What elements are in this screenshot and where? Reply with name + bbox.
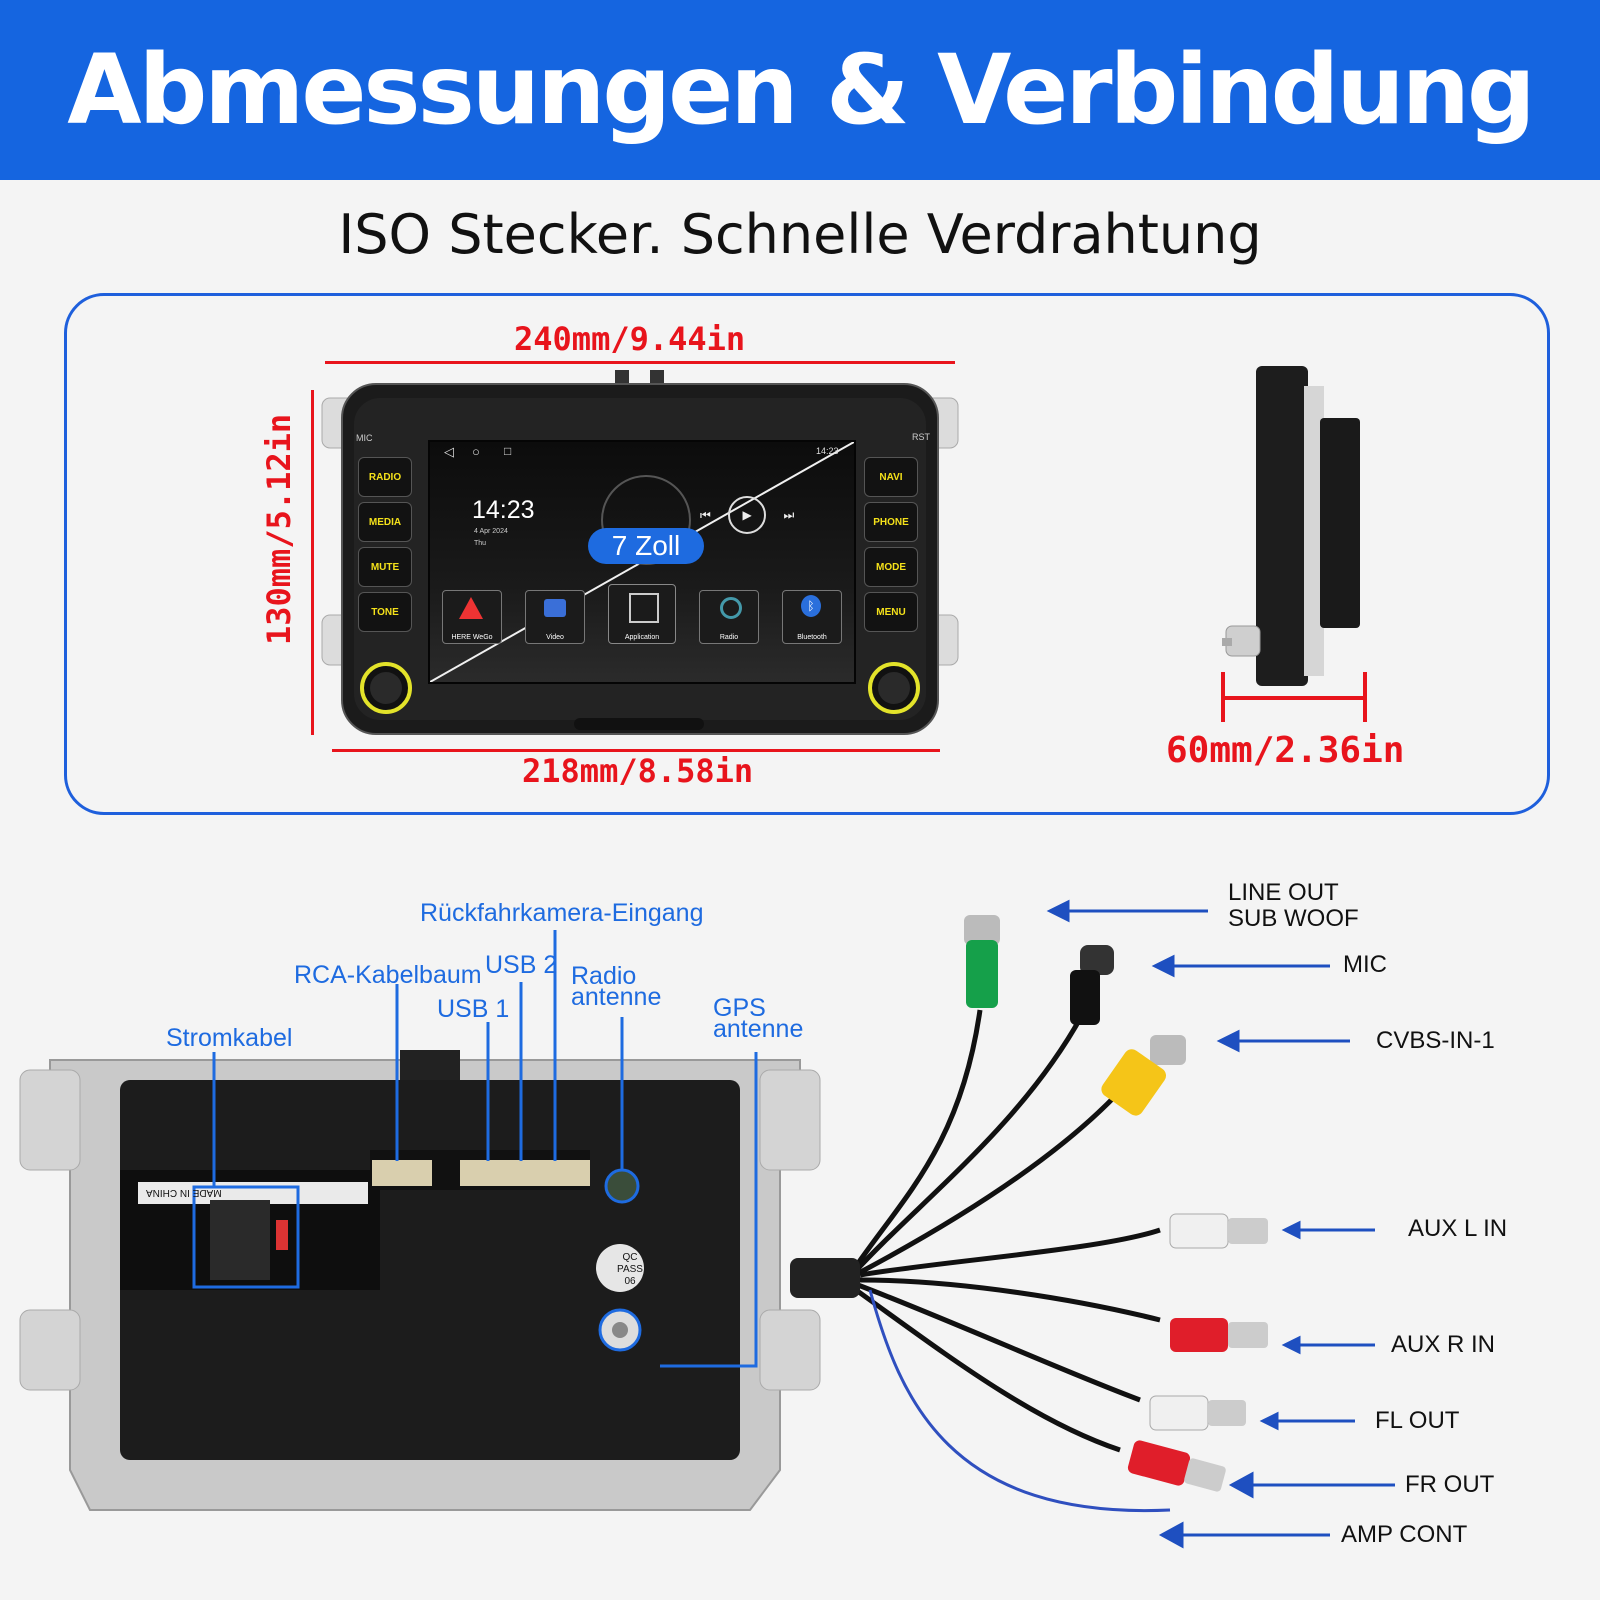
amp-cont-cable-label: AMP CONT — [1341, 1521, 1468, 1548]
next-icon[interactable]: ⏭ — [783, 508, 795, 522]
dimensions-panel — [64, 293, 1550, 815]
app-application[interactable]: Application — [608, 584, 676, 644]
aux-r-cable-label: AUX R IN — [1391, 1331, 1496, 1358]
app-label: Radio — [719, 634, 739, 641]
screen-clock: 14:23 — [472, 496, 535, 524]
video-icon — [544, 599, 566, 617]
qc-pass-sticker: QC PASS 06 — [617, 1252, 643, 1287]
app-video[interactable]: Video — [525, 590, 585, 644]
radio-icon — [720, 597, 742, 619]
app-bluetooth[interactable]: ᛒ Bluetooth — [782, 590, 842, 644]
title-banner: Abmessungen & Verbindung — [0, 0, 1600, 180]
fr-out-cable-label: FR OUT — [1405, 1471, 1495, 1498]
bluetooth-icon: ᛒ — [801, 595, 821, 617]
rca-harness-label: RCA-Kabelbaum — [294, 961, 482, 989]
navi-button[interactable]: NAVI — [864, 457, 918, 497]
mode-button[interactable]: MODE — [864, 547, 918, 587]
here-wego-icon — [459, 597, 483, 619]
usb1-label: USB 1 — [437, 995, 510, 1023]
gps-antenna-label: GPS antenne — [713, 994, 804, 1043]
line-out-sub-woof-label: LINE OUT SUB WOOF — [1228, 879, 1359, 932]
rst-label: RST — [912, 432, 930, 442]
top-width-line — [325, 361, 955, 364]
left-button-column: RADIO MEDIA MUTE TONE — [358, 457, 412, 632]
bottom-width-line — [332, 749, 940, 752]
apps-grid-icon — [629, 593, 659, 623]
depth-line-cap-right — [1363, 672, 1367, 722]
mic-label: MIC — [356, 433, 373, 443]
depth-line — [1222, 696, 1365, 700]
app-here-wego[interactable]: HERE WeGo — [442, 590, 502, 644]
cvbs-cable-label: CVBS-IN-1 — [1376, 1027, 1495, 1054]
screen-date: 4 Apr 2024 — [474, 528, 508, 535]
radio-button[interactable]: RADIO — [358, 457, 412, 497]
media-controls: ⏮ ▶ ⏭ — [700, 496, 794, 534]
page-title: Abmessungen & Verbindung — [67, 34, 1535, 146]
bottom-width-label: 218mm/8.58in — [522, 752, 754, 790]
play-button[interactable]: ▶ — [728, 496, 767, 534]
depth-line-cap-left — [1221, 672, 1225, 722]
status-time: 14:23 — [816, 446, 839, 456]
app-label: Video — [546, 634, 564, 641]
fl-out-cable-label: FL OUT — [1375, 1407, 1460, 1434]
media-button[interactable]: MEDIA — [358, 502, 412, 542]
previous-icon[interactable]: ⏮ — [700, 508, 711, 522]
page-subtitle: ISO Stecker. Schnelle Verdrahtung — [338, 203, 1262, 266]
phone-button[interactable]: PHONE — [864, 502, 918, 542]
nav-back-icon[interactable]: ◁ — [444, 444, 454, 459]
usb2-label: USB 2 — [485, 951, 558, 979]
radio-antenna-label: Radio antenne — [571, 962, 662, 1011]
nav-home-icon[interactable]: ○ — [472, 444, 480, 459]
right-button-column: NAVI PHONE MODE MENU — [864, 457, 918, 632]
aux-l-cable-label: AUX L IN — [1408, 1215, 1508, 1242]
power-cable-label: Stromkabel — [166, 1024, 293, 1052]
reverse-camera-label: Rückfahrkamera-Eingang — [420, 899, 704, 927]
app-label: HERE WeGo — [451, 634, 493, 641]
top-width-label: 240mm/9.44in — [514, 320, 746, 358]
nav-recent-icon[interactable]: □ — [504, 444, 512, 458]
size-badge: 7 Zoll — [588, 528, 704, 564]
head-unit-screen: ◁ ○ □ 14:23 14:23 4 Apr 2024 Thu 7 Zoll … — [428, 440, 856, 684]
height-line — [311, 390, 314, 735]
app-label: Application — [624, 634, 660, 641]
screen-day: Thu — [474, 540, 487, 547]
menu-button[interactable]: MENU — [864, 592, 918, 632]
app-dock: HERE WeGo Video Application Radio ᛒ Blue… — [442, 584, 842, 644]
head-unit-side-view — [1222, 366, 1360, 686]
mic-cable-label: MIC — [1343, 951, 1387, 978]
depth-label: 60mm/2.36in — [1166, 730, 1405, 771]
app-radio[interactable]: Radio — [699, 590, 759, 644]
head-unit-rear-view — [19, 1050, 821, 1511]
mute-button[interactable]: MUTE — [358, 547, 412, 587]
app-label: Bluetooth — [797, 634, 827, 641]
tone-button[interactable]: TONE — [358, 592, 412, 632]
